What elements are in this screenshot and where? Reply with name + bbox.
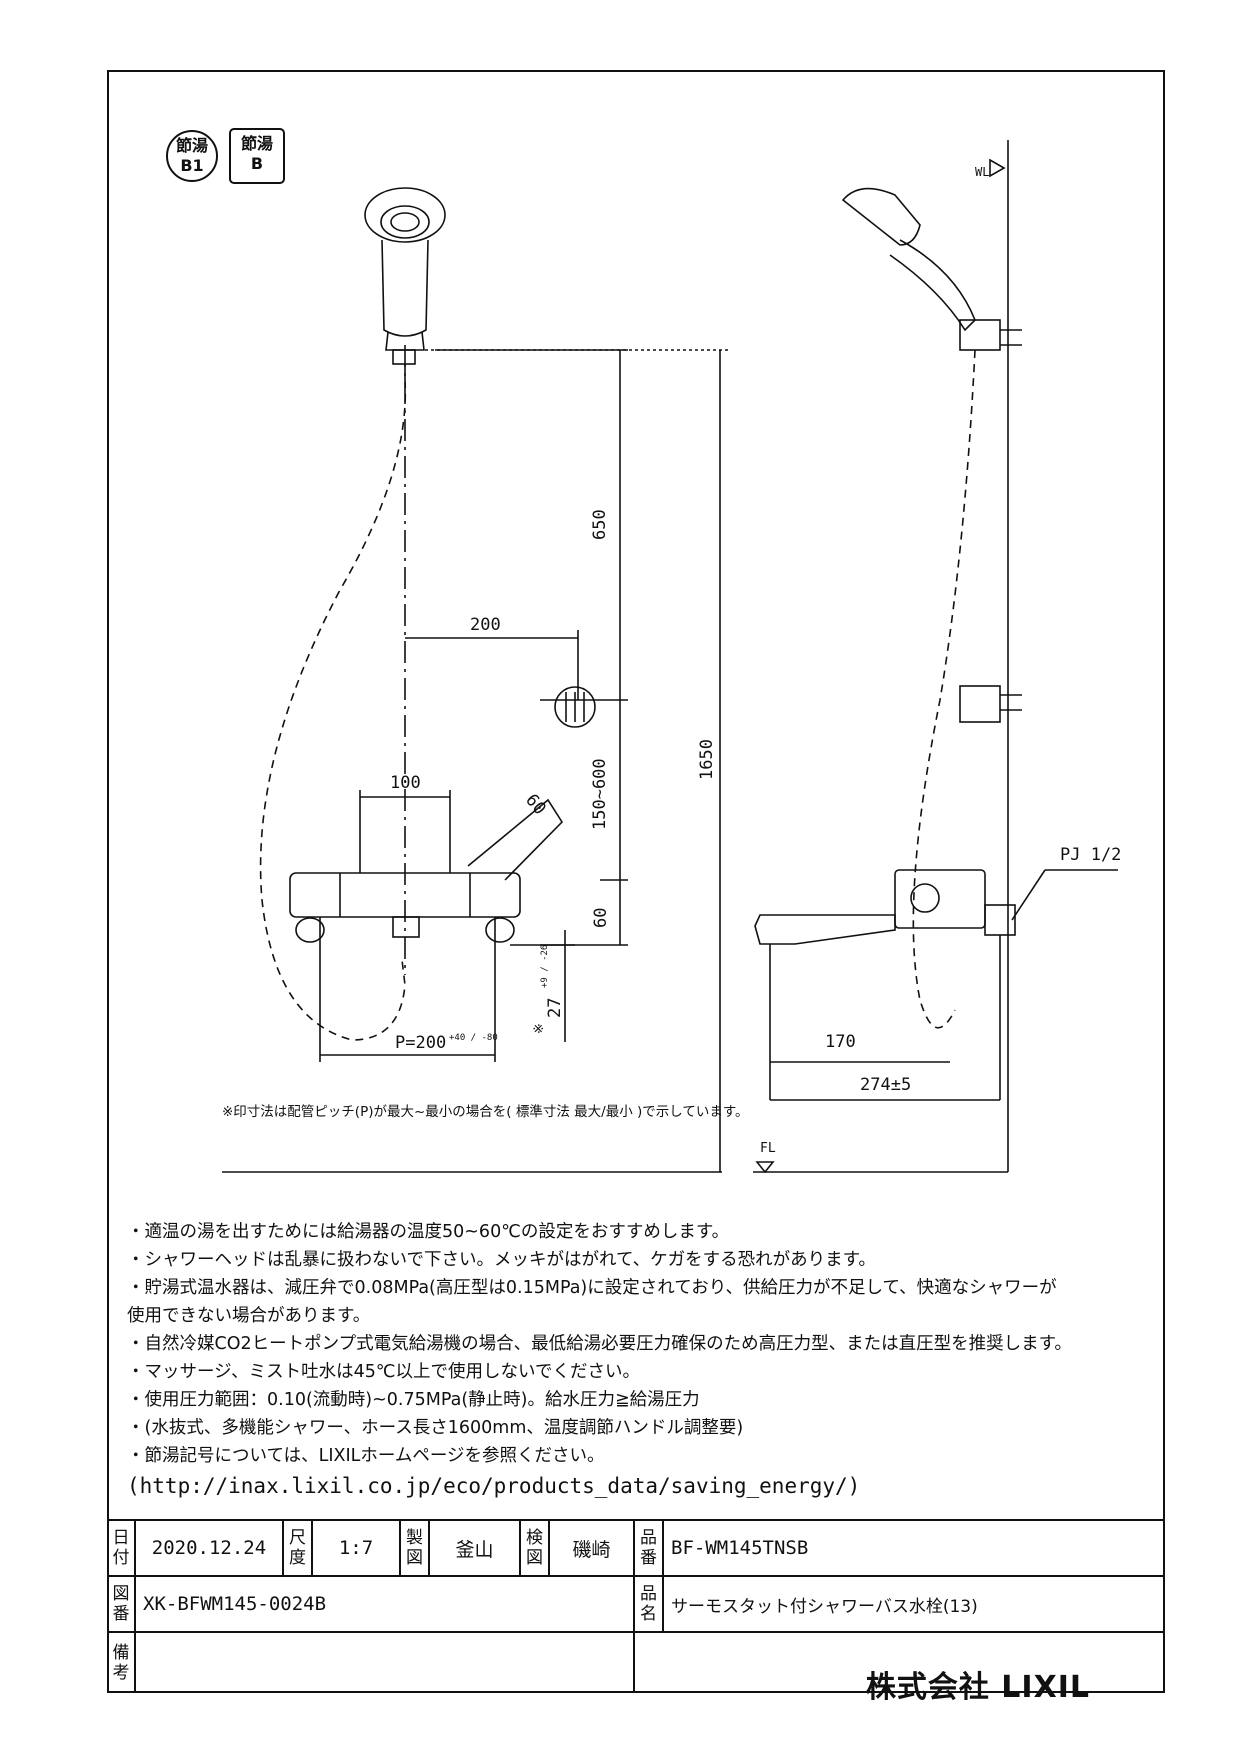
note-item: ・貯湯式温水器は、減圧弁で0.08MPa(高圧型は0.15MPa)に設定されてお… (127, 1278, 1057, 1298)
dim-150-600: 150~600 (590, 758, 610, 830)
notes-list: ・適温の湯を出すためには給湯器の温度50~60℃の設定をおすすめします。 ・シャ… (127, 1218, 1127, 1500)
faucet-body-front (289, 686, 596, 943)
water-saving-b-badge: 節湯 B (229, 128, 285, 184)
remarks-label: 備考 (112, 1642, 130, 1683)
dim-200: 200 (470, 615, 501, 635)
hose-front (259, 379, 407, 1041)
note-item: ・適温の湯を出すためには給湯器の温度50~60℃の設定をおすすめします。 (127, 1222, 730, 1242)
part-number-label: 品番 (640, 1528, 657, 1568)
note-item: ・自然冷媒CO2ヒートポンプ式電気給湯機の場合、最低給湯必要圧力確保のため高圧力… (127, 1334, 1072, 1354)
product-name-label: 品名 (640, 1584, 657, 1624)
dimension-lines-front (222, 349, 728, 1173)
pj-label: PJ 1/2 (1060, 845, 1121, 865)
dim-274: 274±5 (860, 1075, 911, 1095)
dim-27: 27 (545, 998, 565, 1018)
dimension-footnote: ※印寸法は配管ピッチ(P)が最大~最小の場合を( 標準寸法 最大/最小 )で示し… (222, 1104, 749, 1120)
dim-pitch-tolerance: +40 / -80 (449, 1033, 498, 1043)
dim-27-star: ※ (532, 1023, 547, 1034)
drawing-number-label: 図番 (112, 1584, 130, 1624)
wl-label: WL (975, 165, 989, 179)
faucet-side-view (753, 140, 1118, 1174)
fl-label: FL (760, 1141, 776, 1156)
drawing-frame (107, 70, 1165, 1693)
date-label: 日付 (112, 1528, 130, 1568)
dim-pitch: P=200 (395, 1033, 446, 1053)
dim-650: 650 (590, 509, 610, 540)
dim-170: 170 (825, 1032, 856, 1052)
scale-label: 尺度 (289, 1528, 306, 1568)
scale-value: 1:7 (338, 1537, 374, 1559)
note-item: ・マッサージ、ミスト吐水は45℃以上で使用しないでください。 (127, 1362, 641, 1382)
drawn-label: 製図 (406, 1528, 423, 1568)
dim-100: 100 (390, 773, 421, 793)
dim-60-vertical: 60 (591, 908, 611, 928)
note-item: ・(水抜式、多機能シャワー、ホース長さ1600mm、温度調節ハンドル調整要) (127, 1418, 744, 1438)
water-saving-b1-badge: 節湯 B1 (166, 130, 218, 182)
reference-url: (http://inax.lixil.co.jp/eco/products_da… (127, 1474, 861, 1498)
dim-27-tolerance: +9 / -26 (540, 945, 550, 988)
note-item: ・節湯記号については、LIXILホームページを参照ください。 (127, 1446, 605, 1466)
checked-value: 磯崎 (572, 1538, 611, 1561)
part-number-value: BF-WM145TNSB (671, 1537, 809, 1559)
drawn-value: 釜山 (455, 1538, 494, 1561)
note-item: ・シャワーヘッドは乱暴に扱わないで下さい。メッキがはがれて、ケガをする恐れがあり… (127, 1250, 876, 1270)
note-item: ・使用圧力範囲：0.10(流動時)~0.75MPa(静止時)。給水圧力≧給湯圧力 (127, 1390, 700, 1410)
drawing-number-value: XK-BFWM145-0024B (143, 1593, 327, 1615)
checked-label: 検図 (526, 1528, 543, 1568)
product-name-value: サーモスタット付シャワーバス水栓(13) (671, 1596, 978, 1617)
date-value: 2020.12.24 (151, 1537, 267, 1559)
dim-1650: 1650 (697, 739, 717, 780)
shower-head-front (364, 187, 446, 380)
note-item: 使用できない場合があります。 (127, 1306, 371, 1326)
company-name: 株式会社 LIXIL (865, 1670, 1090, 1705)
